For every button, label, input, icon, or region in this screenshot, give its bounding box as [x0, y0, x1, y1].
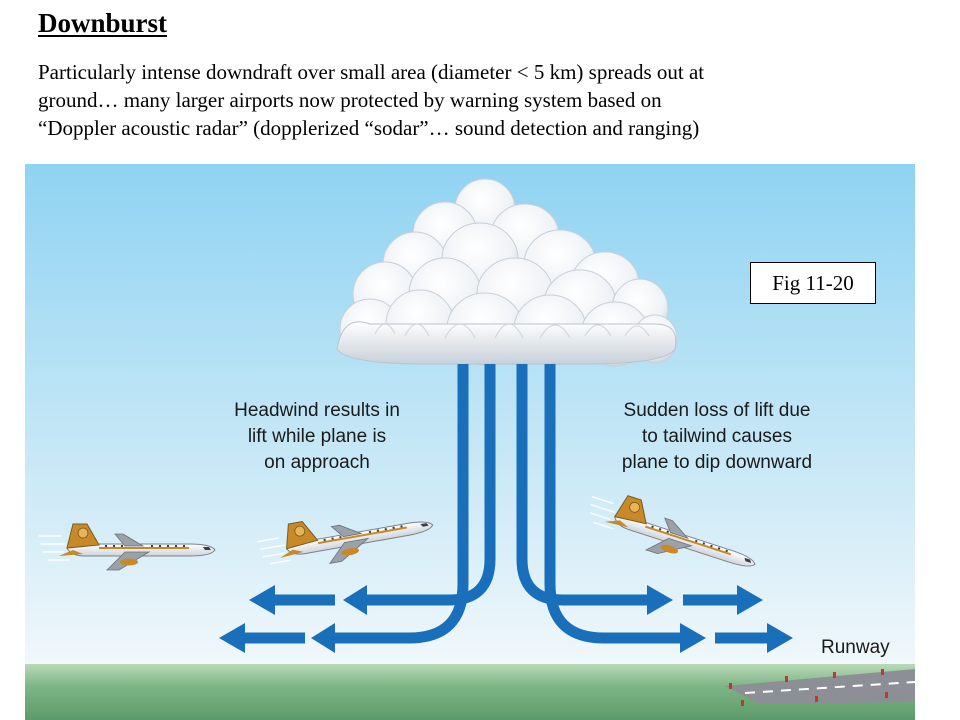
runway: [725, 669, 915, 706]
description-line: Particularly intense downdraft over smal…: [38, 60, 705, 84]
tailwind-label-line: to tailwind causes: [642, 426, 792, 447]
description-line: ground… many larger airports now protect…: [38, 88, 662, 112]
runway-label: Runway: [821, 637, 890, 658]
headwind-label: Headwind results in lift while plane is …: [234, 400, 400, 473]
headwind-label-line: on approach: [264, 452, 370, 473]
arrowheads: [219, 585, 793, 653]
tailwind-label-line: plane to dip downward: [622, 452, 812, 473]
page-title: Downburst: [38, 8, 168, 38]
description: Particularly intense downdraft over smal…: [38, 58, 918, 142]
headwind-label-line: lift while plane is: [248, 426, 386, 447]
figure-label: Fig 11-20: [750, 262, 876, 304]
downburst-diagram: Headwind results in lift while plane is …: [25, 164, 915, 720]
headwind-label-line: Headwind results in: [234, 400, 400, 421]
description-line: “Doppler acoustic radar” (dopplerized “s…: [38, 116, 700, 140]
tailwind-label-line: Sudden loss of lift due: [624, 400, 811, 421]
tailwind-label: Sudden loss of lift due to tailwind caus…: [622, 400, 812, 473]
thundercloud: [336, 178, 678, 367]
outflow-arrows: [245, 364, 767, 644]
